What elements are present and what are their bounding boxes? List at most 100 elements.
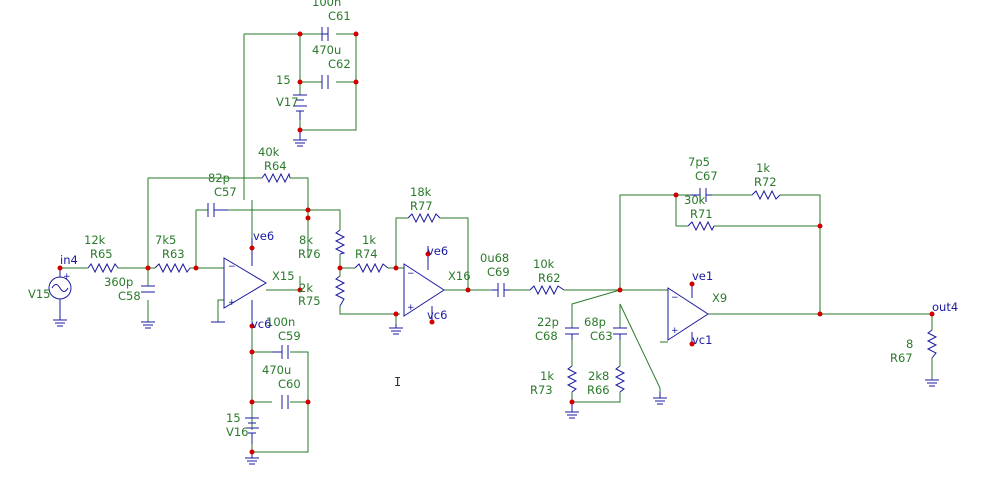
label-r73-value: 1k bbox=[540, 369, 554, 383]
label-r76-value: 8k bbox=[299, 233, 313, 247]
label-r72: R72 bbox=[754, 175, 777, 189]
resistor-r77 bbox=[407, 212, 441, 224]
label-x15: X15 bbox=[272, 269, 295, 283]
label-c58: C58 bbox=[118, 289, 141, 303]
label-c68: C68 bbox=[535, 329, 558, 343]
resistor-r64 bbox=[261, 172, 291, 184]
label-c59: C59 bbox=[278, 329, 301, 343]
net-label-vc6: vc6 bbox=[427, 308, 447, 322]
capacitor-c69 bbox=[492, 283, 510, 297]
ground-symbol bbox=[389, 324, 403, 335]
label-r77: R77 bbox=[410, 199, 433, 213]
net-label-vc6: vc6 bbox=[251, 317, 271, 331]
label-c59-value: 100n bbox=[266, 315, 295, 329]
label-c63: C63 bbox=[590, 329, 613, 343]
label-r62: R62 bbox=[538, 271, 561, 285]
label-r71-value: 30k bbox=[684, 193, 706, 207]
svg-text:−: − bbox=[671, 293, 679, 303]
label-c63-value: 68p bbox=[584, 315, 606, 329]
label-r66: R66 bbox=[587, 383, 610, 397]
label-r63: R63 bbox=[162, 247, 185, 261]
opamp-x15: −+ bbox=[223, 238, 267, 320]
label-v17: V17 bbox=[276, 95, 299, 109]
ac-source-v15: + bbox=[48, 268, 72, 327]
junction-dots bbox=[57, 31, 935, 455]
resistor-r76 bbox=[334, 229, 346, 255]
label-r65-value: 12k bbox=[84, 233, 106, 247]
net-label-in4: in4 bbox=[60, 253, 78, 267]
label-c69: C69 bbox=[487, 265, 510, 279]
label-r71: R71 bbox=[690, 207, 713, 221]
opamp-x16: −+ bbox=[403, 246, 445, 320]
label-c57: C57 bbox=[214, 185, 237, 199]
battery-v16 bbox=[245, 417, 259, 444]
label-x9: X9 bbox=[712, 291, 727, 305]
label-r63-value: 7k5 bbox=[155, 233, 176, 247]
resistor-r72 bbox=[751, 189, 781, 201]
label-r76: R76 bbox=[298, 247, 321, 261]
label-c60-value: 470u bbox=[262, 363, 291, 377]
label-v15: V15 bbox=[28, 287, 51, 301]
svg-text:+: + bbox=[228, 298, 236, 308]
svg-text:+: + bbox=[407, 303, 415, 313]
label-r67-value: 8 bbox=[906, 337, 913, 351]
capacitor-c59 bbox=[272, 345, 289, 359]
resistor-r67 bbox=[926, 329, 938, 359]
label-c58-value: 360p bbox=[104, 275, 133, 289]
resistor-r63 bbox=[154, 262, 191, 274]
label-r65: R65 bbox=[90, 247, 113, 261]
label-r62-value: 10k bbox=[533, 257, 555, 271]
resistor-r74 bbox=[354, 262, 389, 274]
label-v16: V16 bbox=[226, 425, 249, 439]
label-c67: C67 bbox=[695, 169, 718, 183]
ground-symbol bbox=[925, 379, 939, 387]
resistor-r65 bbox=[87, 262, 119, 274]
label-r64-value: 40k bbox=[258, 145, 280, 159]
label-c67-value: 7p5 bbox=[688, 155, 710, 169]
label-r77-value: 18k bbox=[410, 185, 432, 199]
label-c61-value: 100n bbox=[312, 0, 341, 9]
ground-symbol bbox=[245, 452, 259, 465]
label-v17-value: 15 bbox=[276, 73, 291, 87]
text-cursor: I bbox=[394, 375, 401, 389]
label-r73: R73 bbox=[530, 383, 553, 397]
resistor-r62 bbox=[529, 284, 565, 296]
resistor-r75 bbox=[334, 275, 346, 307]
capacitor-c63 bbox=[613, 327, 627, 340]
label-c61: C61 bbox=[328, 9, 351, 23]
svg-text:−: − bbox=[228, 262, 236, 272]
capacitor-c61 bbox=[321, 27, 329, 41]
net-labels: in4 out4 ve6 vc6 ve6 vc6 ve1 vc1 bbox=[60, 229, 958, 347]
label-c68-value: 22p bbox=[537, 315, 559, 329]
resistor-r73 bbox=[566, 365, 578, 393]
resistor-r66 bbox=[614, 365, 626, 393]
components: + −+ −+ bbox=[48, 27, 939, 465]
label-c60: C60 bbox=[278, 377, 301, 391]
label-r67: R67 bbox=[890, 351, 913, 365]
net-label-ve1: ve1 bbox=[692, 269, 713, 283]
net-label-ve6: ve6 bbox=[253, 229, 274, 243]
wires bbox=[60, 33, 933, 453]
net-label-ve6: ve6 bbox=[427, 244, 448, 258]
capacitor-c58 bbox=[141, 285, 155, 329]
svg-text:+: + bbox=[63, 272, 71, 282]
label-r64: R64 bbox=[264, 159, 287, 173]
label-c62-value: 470u bbox=[312, 43, 341, 57]
component-labels: 100n C61 470u C62 15 V17 40k R64 82p C57… bbox=[28, 0, 913, 439]
capacitor-c57 bbox=[207, 203, 228, 217]
label-x16: X16 bbox=[448, 269, 471, 283]
label-r72-value: 1k bbox=[756, 161, 770, 175]
svg-text:−: − bbox=[407, 269, 415, 279]
resistor-r71 bbox=[687, 220, 715, 232]
capacitor-c68 bbox=[565, 327, 579, 340]
ground-symbol bbox=[293, 130, 307, 147]
capacitor-c67 bbox=[690, 188, 712, 202]
ground-symbol bbox=[565, 402, 579, 419]
ground-symbol bbox=[653, 392, 667, 405]
label-c69-value: 0u68 bbox=[480, 251, 509, 265]
label-c57-value: 82p bbox=[208, 171, 230, 185]
label-r74: R74 bbox=[355, 247, 378, 261]
capacitor-c60 bbox=[281, 395, 289, 409]
battery-v17 bbox=[293, 94, 307, 120]
label-v16-value: 15 bbox=[226, 411, 241, 425]
